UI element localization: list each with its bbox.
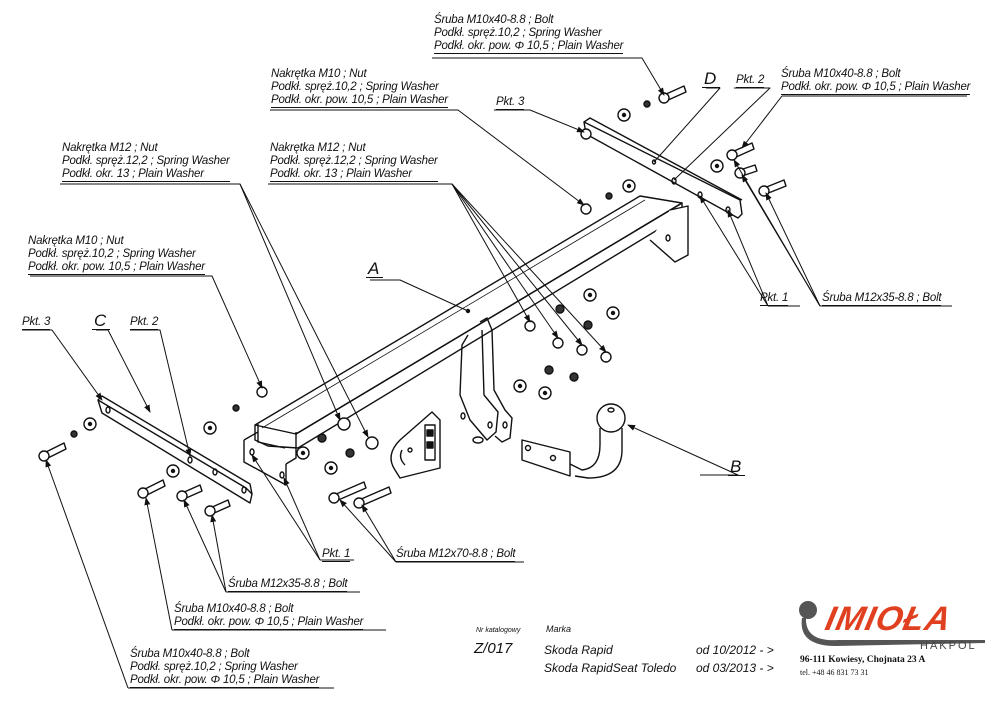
callout-top-right-bolt: Śruba M10x40-8.8 ; Bolt Podkł. okr. pow.… (781, 68, 971, 95)
label-bolt-m12x35-right: Śruba M12x35-8.8 ; Bolt (822, 292, 942, 306)
brand-address: 96-111 Kowiesy, Chojnata 23 A (800, 655, 926, 665)
label-bolt-m12x35-left: Śruba M12x35-8.8 ; Bolt (228, 578, 348, 592)
brand-column-label: Marka (546, 624, 572, 634)
brand-subtitle: HAKPOL (920, 640, 977, 652)
hardware-washers-nuts (70, 100, 724, 478)
callout-left-nut-m12: Nakrętka M12 ; Nut Podkł. spręż.12,2 ; S… (62, 142, 230, 182)
callout-line: Podkł. okr. 13 ; Plain Washer (62, 168, 230, 182)
callout-line: Podkł. spręż.10,2 ; Spring Washer (28, 248, 196, 260)
electrical-socket-plate (390, 411, 441, 479)
catalog-number-label: Nr katalogowy (476, 627, 521, 634)
label-pkt2-left: Pkt. 2 (130, 316, 159, 330)
vehicle-date: od 03/2013 - > (696, 661, 774, 675)
callout-line: Podkł. okr. pow. 10,5 ; Plain Washer (271, 94, 448, 108)
callout-line: Śruba M10x40-8.8 ; Bolt (434, 14, 554, 26)
label-pkt2-right: Pkt. 2 (736, 74, 765, 88)
label-pkt1-left: Pkt. 1 (322, 548, 351, 562)
leader-lines (22, 57, 967, 689)
callout-bottom-bolt-m10: Śruba M10x40-8.8 ; Bolt Podkł. spręż.10,… (130, 648, 320, 688)
callout-line: Śruba M10x40-8.8 ; Bolt (781, 68, 901, 80)
label-pkt1-right: Pkt. 1 (760, 292, 789, 306)
callout-line: Podkł. okr. pow. Φ 10,5 ; Plain Washer (781, 81, 971, 95)
vehicle-name: Skoda Rapid (544, 643, 613, 657)
label-pkt3-right: Pkt. 3 (496, 96, 525, 110)
callout-line: Podkł. okr. pow. Φ 10,5 ; Plain Washer (130, 674, 320, 688)
callout-line: Nakrętka M12 ; Nut (62, 142, 158, 154)
label-pkt3-left: Pkt. 3 (22, 316, 51, 330)
catalog-number: Z/017 (474, 640, 513, 657)
part-label-a: A (366, 260, 384, 278)
tow-ball-part-b (521, 403, 626, 479)
brand-phone: tel. +48 46 831 73 31 (800, 668, 869, 677)
vehicle-name: Skoda RapidSeat Toledo (544, 661, 677, 675)
brand-logo-graphic (799, 601, 985, 646)
callout-top-bolt: Śruba M10x40-8.8 ; Bolt Podkł. spręż.10,… (434, 14, 624, 54)
callout-left-nut-m10: Nakrętka M10 ; Nut Podkł. spręż.10,2 ; S… (28, 235, 205, 275)
callout-center-nut-m12: Nakrętka M12 ; Nut Podkł. spręż.12,2 ; S… (270, 142, 438, 182)
part-label-d: D (702, 70, 721, 88)
callout-line: Nakrętka M10 ; Nut (271, 68, 367, 80)
callout-line: Nakrętka M10 ; Nut (28, 235, 124, 247)
part-label-c: C (92, 312, 111, 330)
callout-top-nut-m10: Nakrętka M10 ; Nut Podkł. spręż.10,2 ; S… (271, 68, 448, 108)
callout-left-bolt-m10-plain: Śruba M10x40-8.8 ; Bolt Podkł. okr. pow.… (174, 603, 364, 630)
brand-logo-text: IMIOŁA (822, 600, 956, 638)
vehicle-date: od 10/2012 - > (696, 643, 774, 657)
callout-line: Podkł. spręż.10,2 ; Spring Washer (434, 27, 602, 39)
callout-line: Podkł. okr. pow. 10,5 ; Plain Washer (28, 261, 205, 275)
callout-line: Podkł. spręż.12,2 ; Spring Washer (62, 155, 230, 167)
callout-line: Śruba M10x40-8.8 ; Bolt (130, 648, 250, 660)
bracket-part-c (97, 395, 253, 504)
callout-line: Podkł. spręż.10,2 ; Spring Washer (271, 81, 439, 93)
callout-line: Śruba M10x40-8.8 ; Bolt (174, 603, 294, 615)
callout-line: Podkł. okr. pow. Φ 10,5 ; Plain Washer (434, 40, 624, 54)
part-label-b: B (728, 458, 746, 476)
callout-line: Nakrętka M12 ; Nut (270, 142, 366, 154)
callout-line: Podkł. spręż.10,2 ; Spring Washer (130, 661, 298, 673)
callout-line: Podkł. spręż.12,2 ; Spring Washer (270, 155, 438, 167)
label-bolt-m12x70: Śruba M12x70-8.8 ; Bolt (396, 548, 516, 562)
callout-line: Podkł. okr. pow. Φ 10,5 ; Plain Washer (174, 616, 364, 630)
callout-line: Podkł. okr. 13 ; Plain Washer (270, 168, 438, 182)
